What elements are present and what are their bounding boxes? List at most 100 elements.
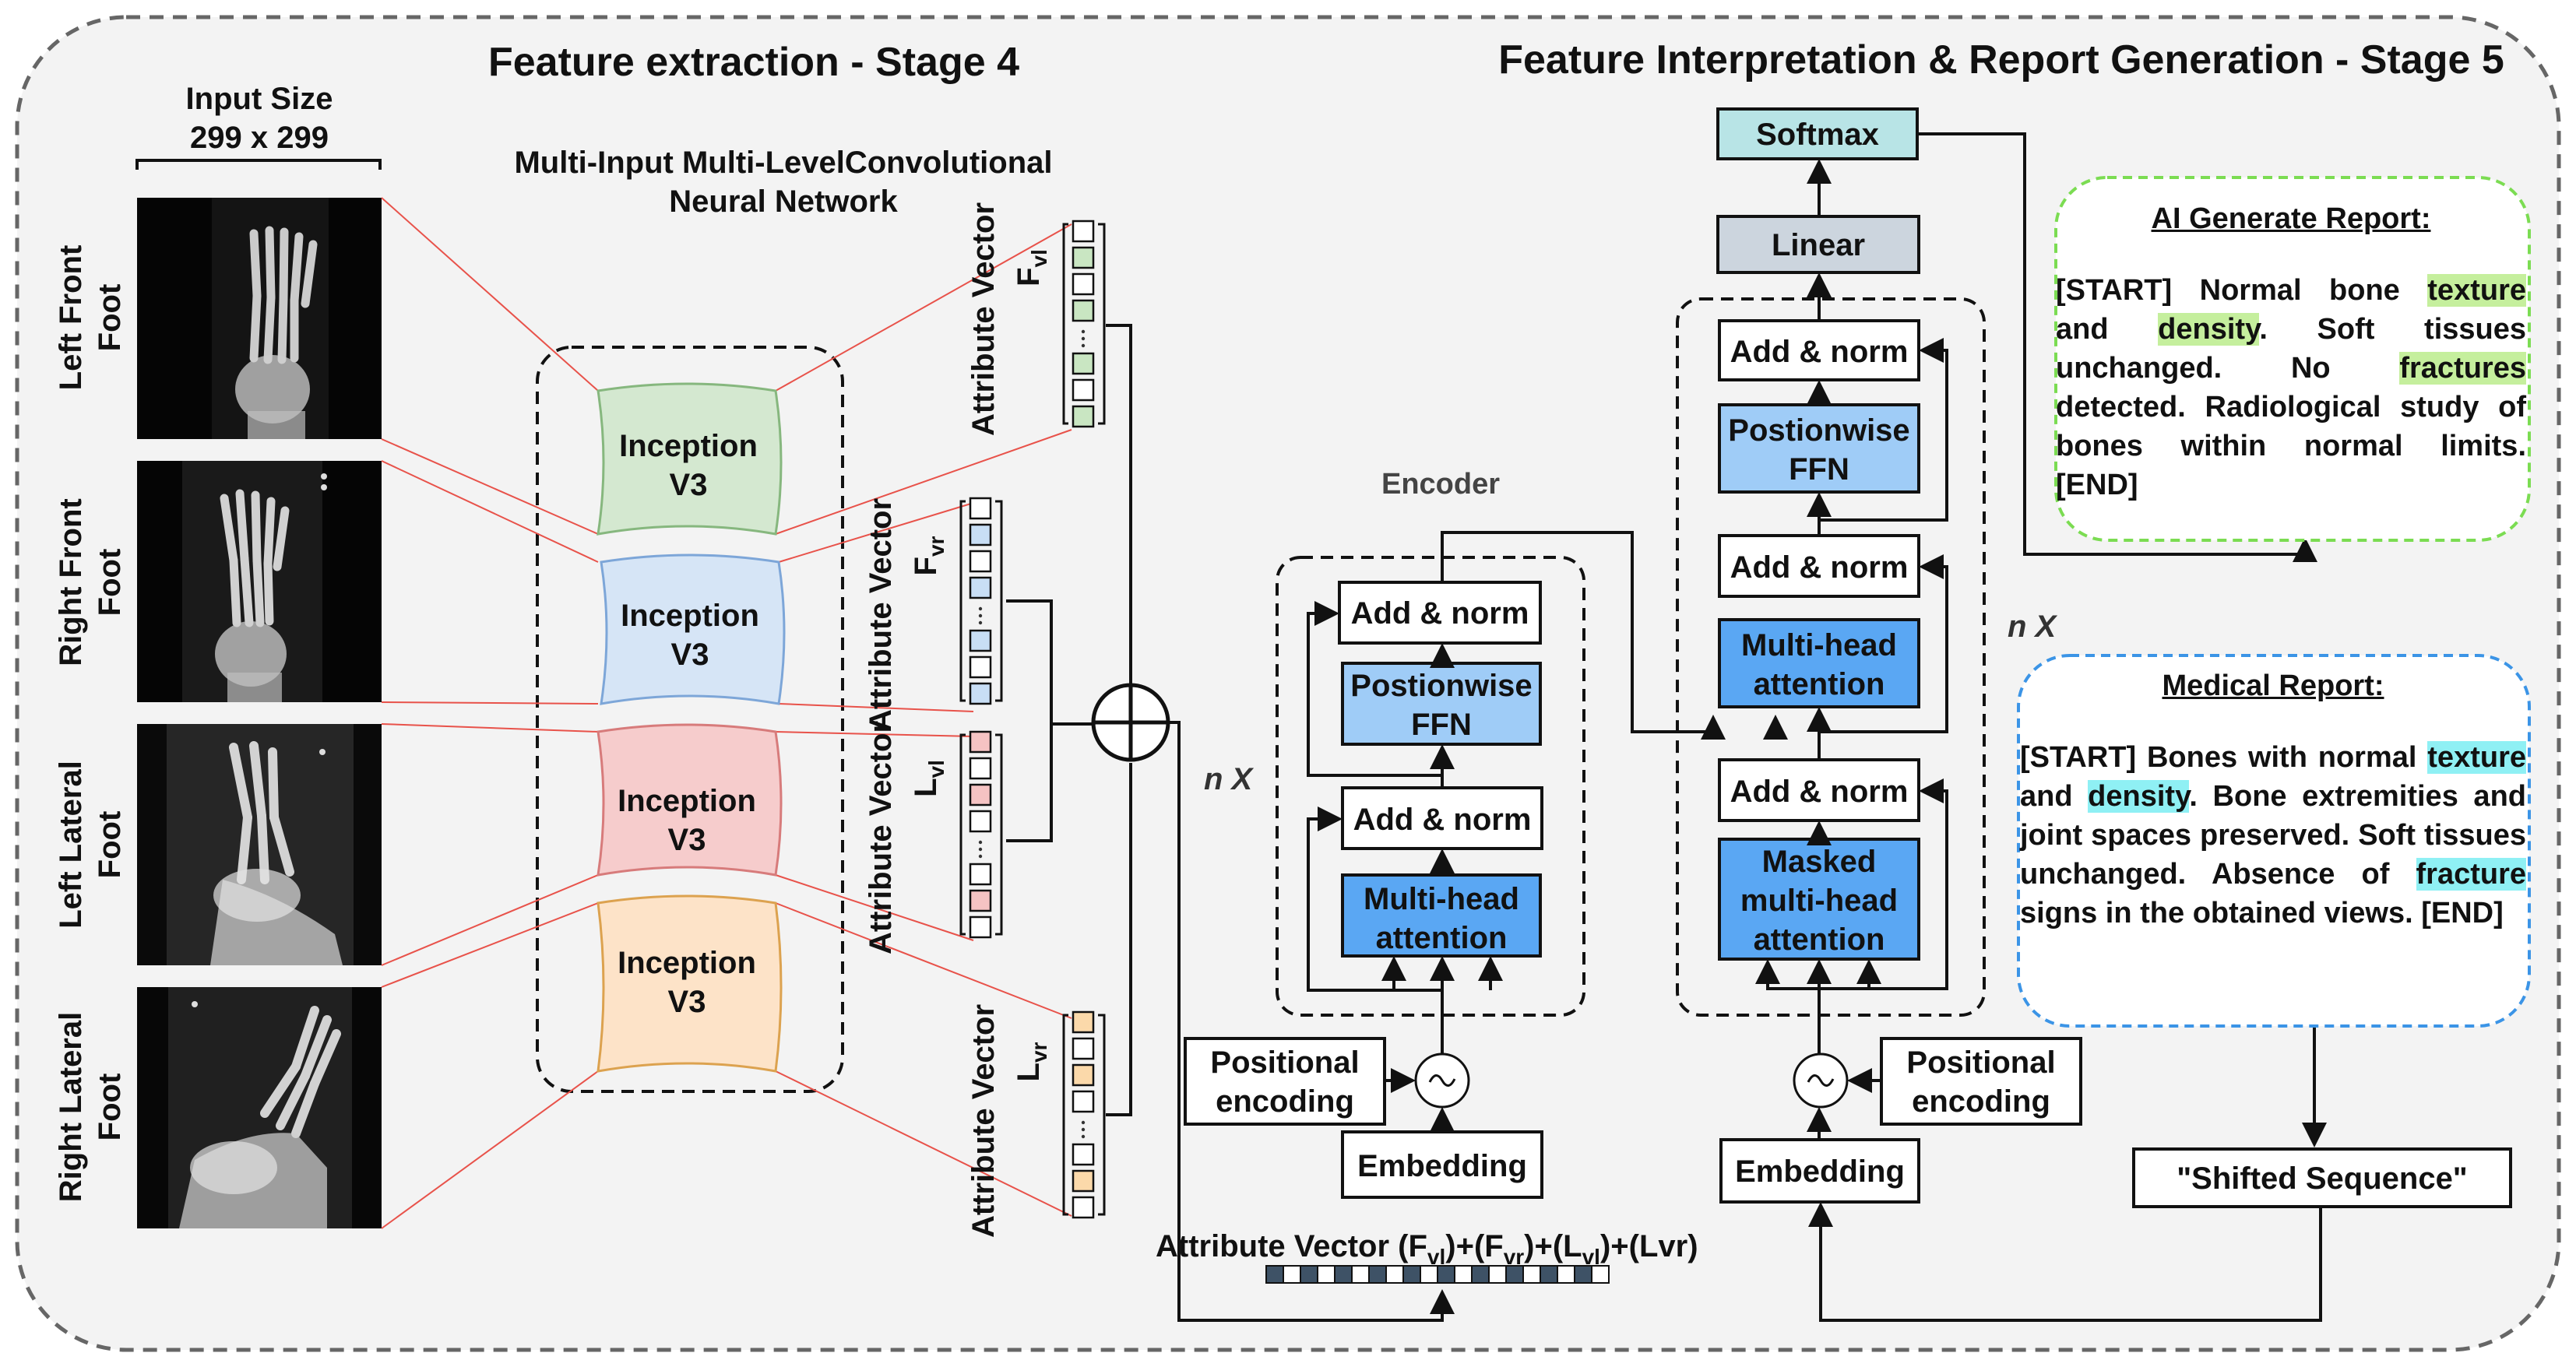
svg-text:Add & norm: Add & norm xyxy=(1730,775,1909,809)
decoder-add-norm-middle: Add & norm xyxy=(1718,534,1920,598)
vector-cell-fvl xyxy=(1072,352,1095,375)
svg-text:Attribute Vector: Attribute Vector xyxy=(864,721,898,954)
svg-text:Right Front: Right Front xyxy=(54,498,88,666)
svg-text:multi-head: multi-head xyxy=(1740,884,1898,918)
vector-cell-lvr xyxy=(1072,1063,1095,1087)
input-size-label: Input Size xyxy=(186,82,333,116)
attribute-var-fvr: Fvr xyxy=(909,536,948,575)
view-label-right-lateral: Right Lateral Foot xyxy=(54,1012,127,1202)
medical-report-body: [START] Bones with normal texture and de… xyxy=(2020,741,2526,929)
svg-text:Postionwise: Postionwise xyxy=(1728,413,1909,448)
svg-text:Foot: Foot xyxy=(93,811,127,879)
input-dims-label: 299 x 299 xyxy=(190,121,329,155)
svg-text:Lvr: Lvr xyxy=(1012,1042,1051,1081)
vector-cell-lvr xyxy=(1072,1037,1095,1060)
encoder-add-norm-bottom: Add & norm xyxy=(1341,786,1543,850)
shifted-sequence-box: "Shifted Sequence" xyxy=(2132,1147,2512,1208)
xray-left-front xyxy=(137,198,382,439)
stage5-title: Feature Interpretation & Report Generati… xyxy=(1498,37,2504,83)
ai-report-title: AI Generate Report: xyxy=(2151,202,2431,235)
encoder-ffn: Postionwise FFN xyxy=(1341,662,1542,746)
svg-text:Postionwise: Postionwise xyxy=(1350,669,1532,703)
svg-text:Linear: Linear xyxy=(1772,228,1865,262)
vector-cell-lvl xyxy=(969,783,992,806)
vector-cell-fvl xyxy=(1072,378,1095,402)
svg-text:Add & norm: Add & norm xyxy=(1353,803,1532,837)
concat-vector-cell xyxy=(1265,1265,1284,1284)
vector-cell-lvr xyxy=(1072,1143,1095,1166)
svg-text:Inception: Inception xyxy=(621,599,759,633)
svg-text:Fvl: Fvl xyxy=(1012,249,1051,286)
svg-text:Add & norm: Add & norm xyxy=(1730,550,1909,585)
vector-ellipsis-dot xyxy=(1081,1127,1086,1132)
view-label-left-lateral: Left Lateral Foot xyxy=(54,761,127,929)
svg-text:attention: attention xyxy=(1376,921,1508,955)
svg-text:V3: V3 xyxy=(668,823,706,857)
medical-report-title: Medical Report: xyxy=(2162,669,2384,702)
linear-box: Linear xyxy=(1716,215,1920,274)
attribute-var-lvr: Lvr xyxy=(1012,1042,1051,1081)
decoder-sum-node xyxy=(1793,1052,1849,1109)
concat-vector-cell xyxy=(1351,1265,1370,1284)
vector-cell-lvl xyxy=(969,915,992,939)
vector-bracket-left-lvr xyxy=(1062,1014,1068,1216)
stage4-title: Feature extraction - Stage 4 xyxy=(488,40,1019,85)
vector-cell-fvr xyxy=(969,655,992,679)
vector-ellipsis-dot xyxy=(1081,336,1086,341)
encoder-label: Encoder xyxy=(1381,468,1500,501)
ai-report-body: [START] Normal bone texture and density.… xyxy=(2056,274,2526,501)
image-to-inception-lines xyxy=(381,197,599,1229)
vector-bracket-left-lvl xyxy=(959,733,966,936)
decoder-connectors xyxy=(1755,132,2327,1322)
svg-text:encoding: encoding xyxy=(1912,1084,2050,1119)
encoder-embedding: Embedding xyxy=(1341,1130,1543,1199)
vector-bracket-left-fvr xyxy=(959,500,966,702)
vector-cell-fvl xyxy=(1072,272,1095,296)
encoder-multi-head-attention: Multi-head attention xyxy=(1341,873,1542,958)
concat-to-bottom-connector xyxy=(1168,721,1455,1322)
svg-text:Attribute Vector: Attribute Vector xyxy=(966,1004,1001,1238)
svg-text:attention: attention xyxy=(1754,667,1885,701)
svg-text:Add & norm: Add & norm xyxy=(1351,596,1529,631)
svg-text:Softmax: Softmax xyxy=(1756,118,1879,152)
concat-vector-cell xyxy=(1283,1265,1301,1284)
svg-text:FFN: FFN xyxy=(1411,708,1472,742)
attribute-vector-columns xyxy=(959,220,1106,1219)
encoder-sum-node xyxy=(1414,1052,1470,1109)
vector-bracket-lvl xyxy=(995,733,1003,936)
vector-cell-lvl xyxy=(969,810,992,833)
ai-report-box xyxy=(2054,176,2531,542)
svg-text:Foot: Foot xyxy=(93,1074,127,1141)
attribute-vector-fvr-label: Attribute Vector xyxy=(864,498,898,732)
concat-vector-cell xyxy=(1368,1265,1387,1284)
inception-block-2: Inception V3 xyxy=(600,553,786,705)
vector-ellipsis-dot xyxy=(1081,343,1086,348)
medical-report-box xyxy=(2017,654,2531,1028)
svg-text:attention: attention xyxy=(1754,922,1885,957)
decoder-dashed-box xyxy=(1676,297,1986,1017)
concat-plus-symbol xyxy=(1091,683,1170,762)
concat-vector-cell xyxy=(1420,1265,1438,1284)
vector-ellipsis-dot xyxy=(978,847,983,852)
decoder-ffn: Postionwise FFN xyxy=(1718,403,1920,494)
concat-vector-cell xyxy=(1505,1265,1524,1284)
inception-block-3: Inception V3 xyxy=(596,723,783,877)
vector-cell-fvr xyxy=(969,576,992,599)
svg-text:Multi-head: Multi-head xyxy=(1741,628,1897,662)
attribute-vector-fvl-label: Attribute Vector xyxy=(966,202,1001,436)
vector-ellipsis-dot xyxy=(978,606,983,611)
svg-text:Embedding: Embedding xyxy=(1735,1154,1905,1189)
svg-text:Left Front: Left Front xyxy=(54,245,88,391)
encoder-add-norm-top: Add & norm xyxy=(1338,581,1542,645)
vector-ellipsis-dot xyxy=(1081,1134,1086,1139)
vector-ellipsis-dot xyxy=(1081,329,1086,334)
svg-text:Embedding: Embedding xyxy=(1357,1149,1527,1183)
xray-left-lateral xyxy=(137,724,382,965)
vector-cell-lvr xyxy=(1072,1010,1095,1034)
concat-vector-cell xyxy=(1591,1265,1610,1284)
inception-to-vector-lines xyxy=(775,223,1072,1217)
svg-text:Foot: Foot xyxy=(93,284,127,352)
concat-vector-cell xyxy=(1454,1265,1473,1284)
vector-cell-fvl xyxy=(1072,220,1095,243)
vector-cell-fvl xyxy=(1072,405,1095,428)
